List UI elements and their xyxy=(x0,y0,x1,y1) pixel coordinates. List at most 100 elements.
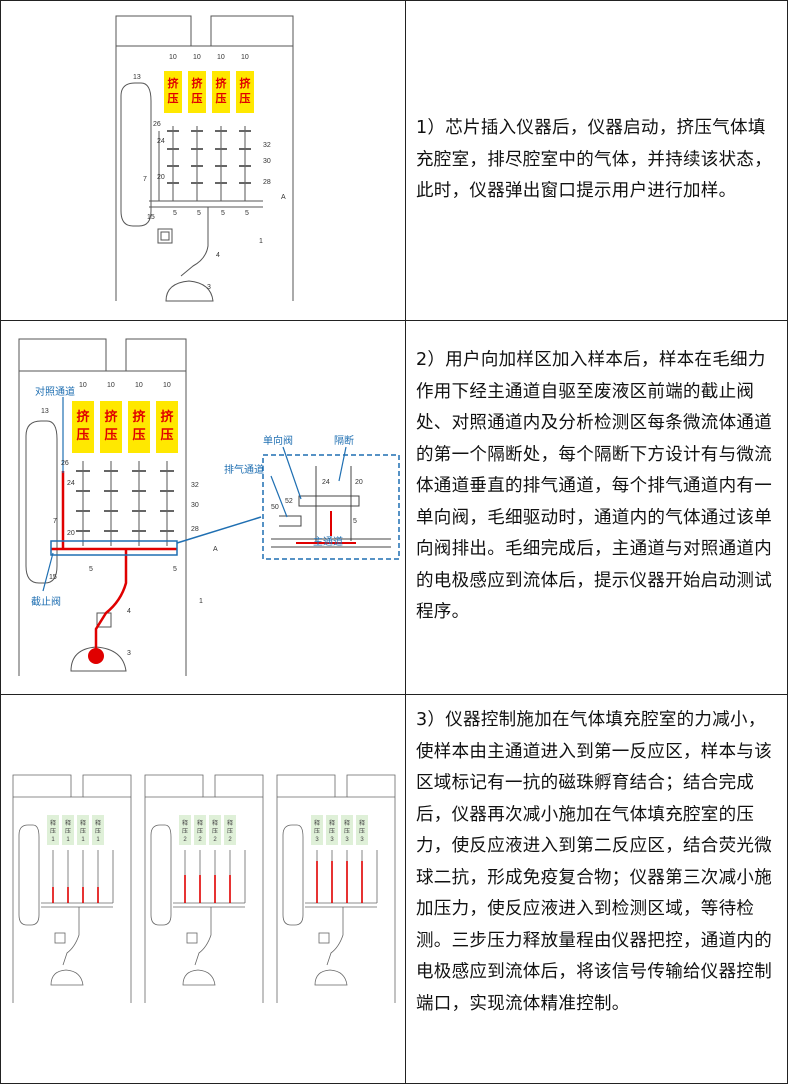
svg-text:30: 30 xyxy=(263,158,271,165)
svg-text:5: 5 xyxy=(221,210,225,217)
svg-text:释: 释 xyxy=(329,819,335,827)
svg-text:5: 5 xyxy=(173,210,177,217)
svg-text:5: 5 xyxy=(173,566,177,573)
row3-text-cell: 3）仪器控制施加在气体填充腔室的力减小，使样本由主通道进入到第一反应区，样本与该… xyxy=(405,694,788,1084)
svg-text:5: 5 xyxy=(353,518,357,525)
row2-description: 2）用户向加样区加入样本后，样本在毛细力作用下经主通道自驱至废液区前端的截止阀处… xyxy=(416,350,772,622)
svg-text:13: 13 xyxy=(133,74,141,81)
svg-text:挤: 挤 xyxy=(192,76,204,90)
svg-text:30: 30 xyxy=(191,502,199,509)
svg-text:释: 释 xyxy=(227,819,233,827)
svg-text:挤: 挤 xyxy=(216,76,228,90)
svg-text:2: 2 xyxy=(228,837,232,843)
svg-text:20: 20 xyxy=(355,479,363,486)
svg-text:释: 释 xyxy=(212,819,218,827)
svg-text:1: 1 xyxy=(66,837,70,843)
svg-text:1: 1 xyxy=(96,837,100,843)
label-stop-valve: 截止阀 xyxy=(31,595,61,608)
svg-text:压: 压 xyxy=(168,91,179,105)
row3-chip-diagrams: 释压1 释压1 释压1 释压1 xyxy=(12,774,396,1003)
svg-text:20: 20 xyxy=(157,174,165,181)
svg-text:压: 压 xyxy=(216,91,227,105)
label-control-channel: 对照通道 xyxy=(35,385,75,398)
svg-text:3: 3 xyxy=(345,837,349,843)
svg-text:26: 26 xyxy=(61,460,69,467)
svg-text:释: 释 xyxy=(182,819,188,827)
svg-text:5: 5 xyxy=(89,566,93,573)
svg-text:4: 4 xyxy=(127,608,131,615)
svg-text:5: 5 xyxy=(197,210,201,217)
svg-text:26: 26 xyxy=(153,121,161,128)
svg-text:28: 28 xyxy=(263,179,271,186)
row3-description: 3）仪器控制施加在气体填充腔室的力减小，使样本由主通道进入到第一反应区，样本与该… xyxy=(416,710,772,1014)
svg-text:压: 压 xyxy=(182,828,188,835)
row2-text-cell: 2）用户向加样区加入样本后，样本在毛细力作用下经主通道自驱至废液区前端的截止阀处… xyxy=(405,320,788,695)
svg-text:2: 2 xyxy=(213,837,217,843)
row1-description: 1）芯片插入仪器后，仪器启动，挤压气体填充腔室，排尽腔室中的气体，并持续该状态，… xyxy=(416,118,772,201)
svg-text:10: 10 xyxy=(217,54,225,61)
svg-text:10: 10 xyxy=(135,382,143,389)
svg-text:32: 32 xyxy=(191,482,199,489)
svg-text:50: 50 xyxy=(271,504,279,511)
svg-text:释: 释 xyxy=(95,819,101,827)
svg-text:3: 3 xyxy=(207,284,211,291)
svg-text:32: 32 xyxy=(263,142,271,149)
svg-text:压: 压 xyxy=(359,828,365,835)
svg-text:10: 10 xyxy=(193,54,201,61)
svg-text:2: 2 xyxy=(183,837,187,843)
row2-chip-diagram: 挤压 挤压 挤压 挤压 xyxy=(18,338,400,676)
svg-text:7: 7 xyxy=(143,176,147,183)
label-check-valve: 单向阀 xyxy=(263,434,293,447)
svg-text:释: 释 xyxy=(65,819,71,827)
svg-text:A: A xyxy=(213,546,218,553)
svg-text:1: 1 xyxy=(199,598,203,605)
svg-text:20: 20 xyxy=(67,530,75,537)
svg-text:A: A xyxy=(281,194,286,201)
svg-text:15: 15 xyxy=(49,574,57,581)
svg-text:4: 4 xyxy=(216,252,220,259)
svg-text:压: 压 xyxy=(76,427,89,442)
svg-text:10: 10 xyxy=(169,54,177,61)
svg-text:释: 释 xyxy=(359,819,365,827)
svg-text:5: 5 xyxy=(245,210,249,217)
svg-text:2: 2 xyxy=(198,837,202,843)
svg-text:压: 压 xyxy=(240,91,251,105)
svg-text:压: 压 xyxy=(192,91,203,105)
svg-text:1: 1 xyxy=(259,238,263,245)
row1-text-cell: 1）芯片插入仪器后，仪器启动，挤压气体填充腔室，排尽腔室中的气体，并持续该状态，… xyxy=(405,0,788,321)
svg-text:3: 3 xyxy=(315,837,319,843)
svg-text:24: 24 xyxy=(67,480,75,487)
svg-text:挤: 挤 xyxy=(76,409,90,424)
svg-text:1: 1 xyxy=(81,837,85,843)
svg-text:3: 3 xyxy=(127,650,131,657)
svg-text:压: 压 xyxy=(197,828,203,835)
svg-text:压: 压 xyxy=(344,828,350,835)
svg-text:15: 15 xyxy=(147,214,155,221)
svg-text:挤: 挤 xyxy=(160,409,174,424)
svg-text:10: 10 xyxy=(107,382,115,389)
svg-text:压: 压 xyxy=(329,828,335,835)
svg-text:28: 28 xyxy=(191,526,199,533)
svg-text:压: 压 xyxy=(104,427,117,442)
label-partition: 隔断 xyxy=(334,434,354,447)
svg-text:10: 10 xyxy=(79,382,87,389)
svg-text:3: 3 xyxy=(360,837,364,843)
svg-text:释: 释 xyxy=(80,819,86,827)
svg-text:10: 10 xyxy=(241,54,249,61)
svg-text:7: 7 xyxy=(53,518,57,525)
label-main-channel: 主通道 xyxy=(313,535,343,548)
svg-text:1: 1 xyxy=(51,837,55,843)
svg-text:释: 释 xyxy=(314,819,320,827)
svg-text:释: 释 xyxy=(50,819,56,827)
svg-text:压: 压 xyxy=(227,828,233,835)
svg-text:释: 释 xyxy=(344,819,350,827)
svg-text:挤: 挤 xyxy=(240,76,252,90)
svg-text:52: 52 xyxy=(285,498,293,505)
svg-text:压: 压 xyxy=(212,828,218,835)
svg-text:10: 10 xyxy=(163,382,171,389)
svg-text:13: 13 xyxy=(41,408,49,415)
